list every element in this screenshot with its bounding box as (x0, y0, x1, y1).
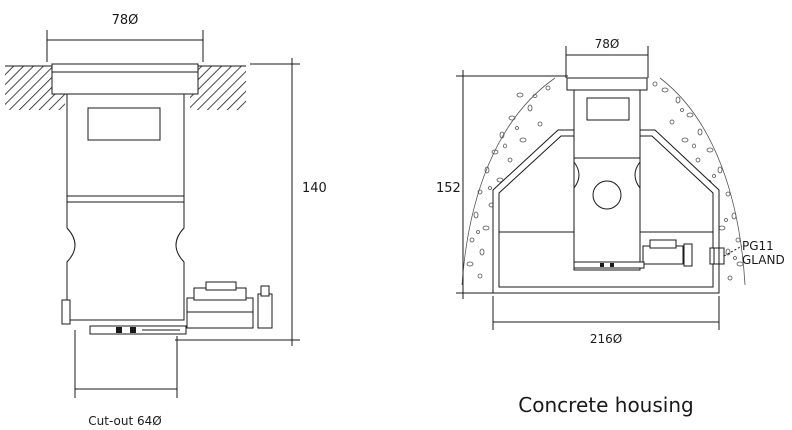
right-label-window (586, 97, 630, 121)
right-top-dimension: 78Ø (565, 37, 649, 78)
right-base-dimension: 216Ø (492, 296, 720, 346)
left-height-label: 140 (302, 181, 327, 196)
right-flange (566, 77, 648, 91)
left-cutout-label: Cut-out 64Ø (88, 414, 161, 428)
left-base-plate (61, 299, 187, 335)
left-flange (51, 63, 199, 95)
left-cutout-dimension: Cut-out 64Ø (74, 330, 178, 428)
right-base-width-label: 216Ø (590, 332, 622, 346)
drawing-caption: Concrete housing (518, 393, 693, 417)
left-top-dimension: 78Ø (46, 13, 204, 62)
left-drawing: 78Ø (5, 13, 327, 428)
gland-label-line2: GLAND (742, 253, 785, 267)
left-top-width-label: 78Ø (112, 13, 139, 28)
right-cable-entry (592, 180, 622, 210)
right-drawing: 78Ø (436, 37, 785, 417)
left-label-window (87, 107, 161, 141)
left-lower-body (66, 201, 185, 321)
left-driver-assembly (186, 281, 273, 329)
left-height-dimension: 140 (175, 58, 327, 346)
right-driver-assembly (573, 239, 693, 269)
right-height-dimension: 152 (436, 70, 568, 299)
gland-label-line1: PG11 (742, 239, 774, 253)
pg11-gland: PG11 GLAND (709, 239, 785, 267)
right-height-label: 152 (436, 181, 461, 196)
right-top-width-label: 78Ø (595, 37, 620, 51)
